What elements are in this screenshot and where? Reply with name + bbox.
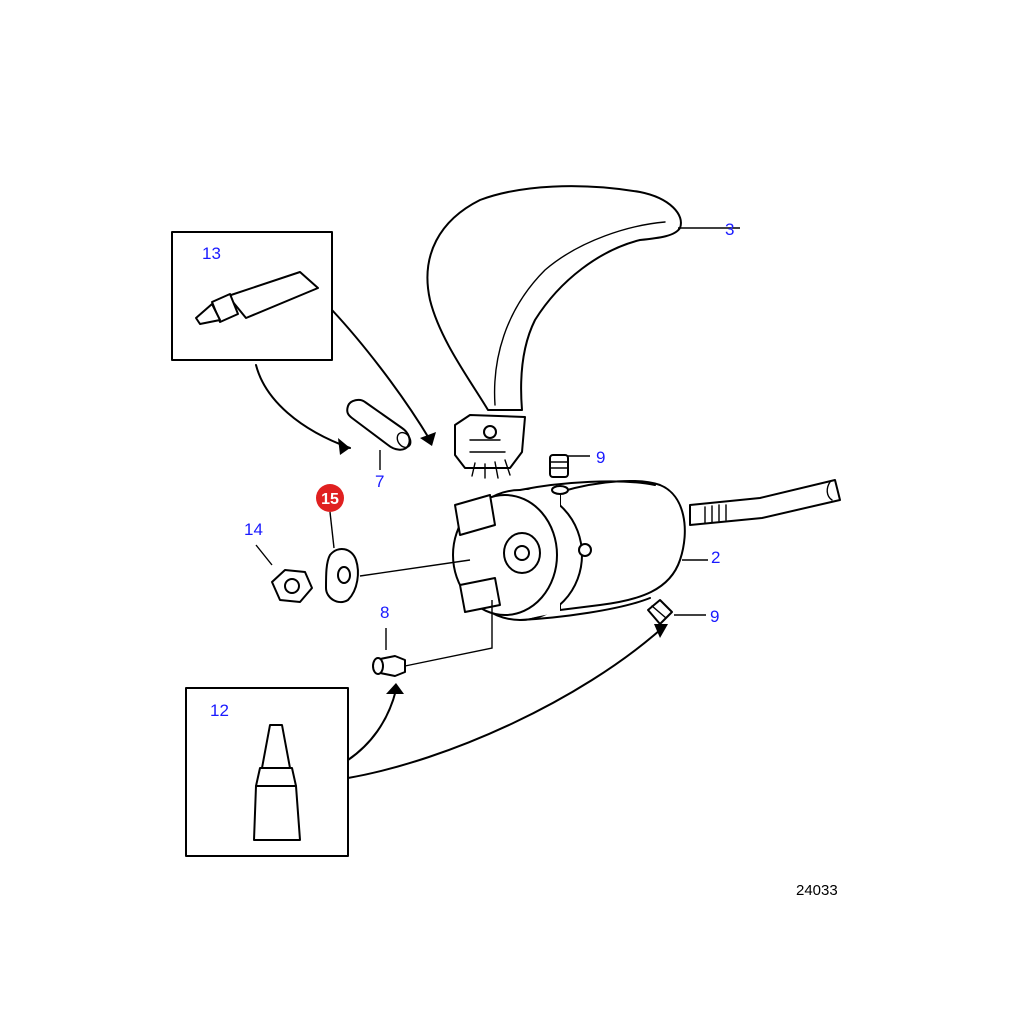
callout-3: 3 (725, 220, 734, 239)
callout-9-top: 9 (596, 448, 605, 467)
hub-body-part[interactable] (452, 479, 841, 621)
callout-9-side: 9 (710, 607, 719, 626)
screw-part[interactable] (372, 600, 493, 677)
set-screw-side-part[interactable] (647, 599, 673, 625)
set-screw-top-part[interactable] (549, 454, 569, 478)
callout-8: 8 (380, 603, 389, 622)
propeller-blade-part[interactable] (426, 185, 682, 479)
drawing-number: 24033 (796, 882, 838, 899)
callout-14: 14 (244, 520, 263, 539)
pin-part[interactable] (346, 398, 413, 451)
callout-2: 2 (711, 548, 720, 567)
thread-locker-box (185, 624, 668, 857)
callout-15-highlight[interactable]: 15 (316, 484, 344, 512)
lock-washer-part[interactable] (325, 548, 471, 604)
callout-13: 13 (202, 244, 221, 263)
nut-part[interactable] (271, 569, 313, 603)
callout-7: 7 (375, 472, 384, 491)
leader-lines (255, 227, 740, 650)
callout-12: 12 (210, 701, 229, 720)
grease-tube-box (171, 231, 436, 455)
callout-15: 15 (321, 491, 339, 508)
